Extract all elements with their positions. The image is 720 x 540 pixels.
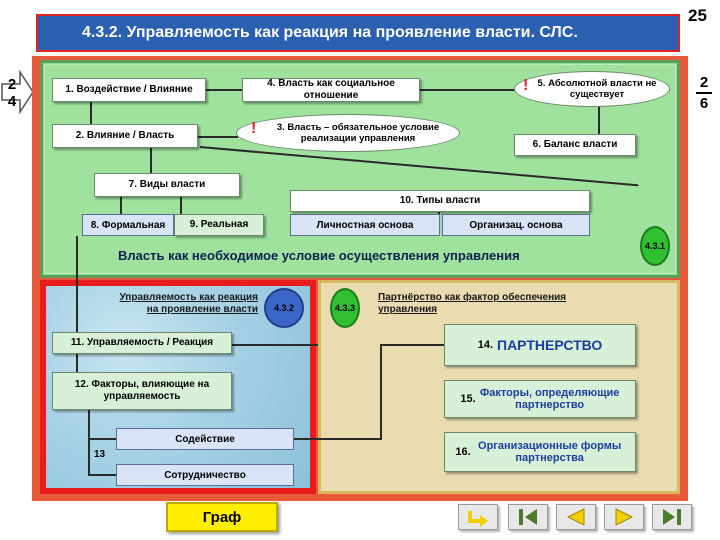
left-nav-arrow-icon: [1, 70, 34, 114]
box-personal-basis[interactable]: Личностная основа: [290, 214, 440, 236]
power-section-caption: Власть как необходимое условие осуществл…: [118, 248, 520, 263]
absolute-power-text: 5. Абсолютной власти не существует: [537, 78, 657, 100]
partnership-caption-line2: управления: [378, 304, 438, 315]
ellipse-absolute-power[interactable]: ! 5. Абсолютной власти не существует: [514, 71, 670, 107]
controllability-caption-line2: на проявление власти: [146, 304, 258, 315]
triangle-right-icon: [615, 508, 634, 526]
slide-title: 4.3.2. Управляемость как реакция на проя…: [36, 14, 680, 52]
box-power-types[interactable]: 10. Типы власти: [290, 190, 590, 212]
box-social-relation[interactable]: 4. Власть как социальное отношение: [242, 78, 420, 102]
partnership-caption: Партнёрство как фактор обеспечения управ…: [378, 292, 638, 316]
badge-431[interactable]: 4.3.1: [640, 226, 670, 266]
partnership-forms-num: 16.: [455, 446, 471, 458]
partnership-caption-line1: Партнёрство как фактор обеспечения: [378, 292, 567, 303]
ellipse-power-condition[interactable]: ! 3. Власть – обязательное условие реали…: [236, 114, 460, 152]
box-influence-power[interactable]: 2. Влияние / Власть: [52, 124, 198, 148]
graf-button[interactable]: Граф: [166, 502, 278, 532]
exclamation-icon: !: [523, 77, 529, 94]
box-assistance[interactable]: Содействие: [116, 428, 294, 450]
box-power-kinds[interactable]: 7. Виды власти: [94, 173, 240, 197]
skip-to-end-icon: [663, 509, 681, 525]
first-slide-button[interactable]: [508, 504, 548, 530]
box-cooperation[interactable]: Сотрудничество: [116, 464, 294, 486]
partnership-text: ПАРТНЕРСТВО: [497, 337, 603, 353]
skip-to-start-icon: [519, 509, 537, 525]
page-number: 25: [688, 6, 707, 25]
exclamation-icon: !: [251, 120, 257, 137]
box-partnership-forms[interactable]: 16. Организационные формы партнерства: [444, 432, 636, 472]
prev-slide-nav[interactable]: 2 4: [0, 70, 34, 114]
box-partnership[interactable]: 14. ПАРТНЕРСТВО: [444, 324, 636, 366]
box-power-balance[interactable]: 6. Баланс власти: [514, 134, 636, 156]
box-formal[interactable]: 8. Формальная: [82, 214, 174, 236]
partnership-factors-text: Факторы, определяющие партнерство: [479, 387, 620, 411]
previous-slide-button[interactable]: [556, 504, 596, 530]
controllability-caption: Управляемость как реакция на проявление …: [88, 292, 258, 316]
box-influence[interactable]: 1. Воздействие / Влияние: [52, 78, 206, 102]
return-arrow-icon: [468, 511, 488, 527]
box-controllability[interactable]: 11. Управляемость / Реакция: [52, 332, 232, 354]
return-button[interactable]: [458, 504, 498, 530]
partnership-forms-text: Организационные формы партнерства: [478, 440, 622, 464]
left-nav-num-2: 4: [7, 93, 17, 110]
badge-433[interactable]: 4.3.3: [330, 288, 360, 328]
box-organizational-basis[interactable]: Организац. основа: [442, 214, 590, 236]
box-real[interactable]: 9. Реальная: [174, 214, 264, 236]
right-nav-num-1: 2: [699, 74, 709, 91]
triangle-left-icon: [566, 508, 585, 526]
partnership-num: 14.: [477, 339, 493, 351]
power-condition-text: 3. Власть – обязательное условие реализа…: [276, 122, 440, 144]
box-partnership-factors[interactable]: 15. Факторы, определяющие партнерство: [444, 380, 636, 418]
badge-432[interactable]: 4.3.2: [264, 288, 304, 328]
next-slide-button[interactable]: [604, 504, 644, 530]
left-nav-num-1: 2: [7, 76, 17, 93]
last-slide-button[interactable]: [652, 504, 692, 530]
right-nav-divider: [696, 92, 712, 94]
right-nav-num-2: 6: [699, 95, 709, 112]
controllability-caption-line1: Управляемость как реакция: [119, 292, 258, 303]
num-13: 13: [94, 449, 106, 460]
next-slide-nav[interactable]: 2 6: [694, 74, 714, 112]
partnership-factors-num: 15.: [460, 393, 476, 405]
box-controllability-factors[interactable]: 12. Факторы, влияющие на управляемость: [52, 372, 232, 410]
